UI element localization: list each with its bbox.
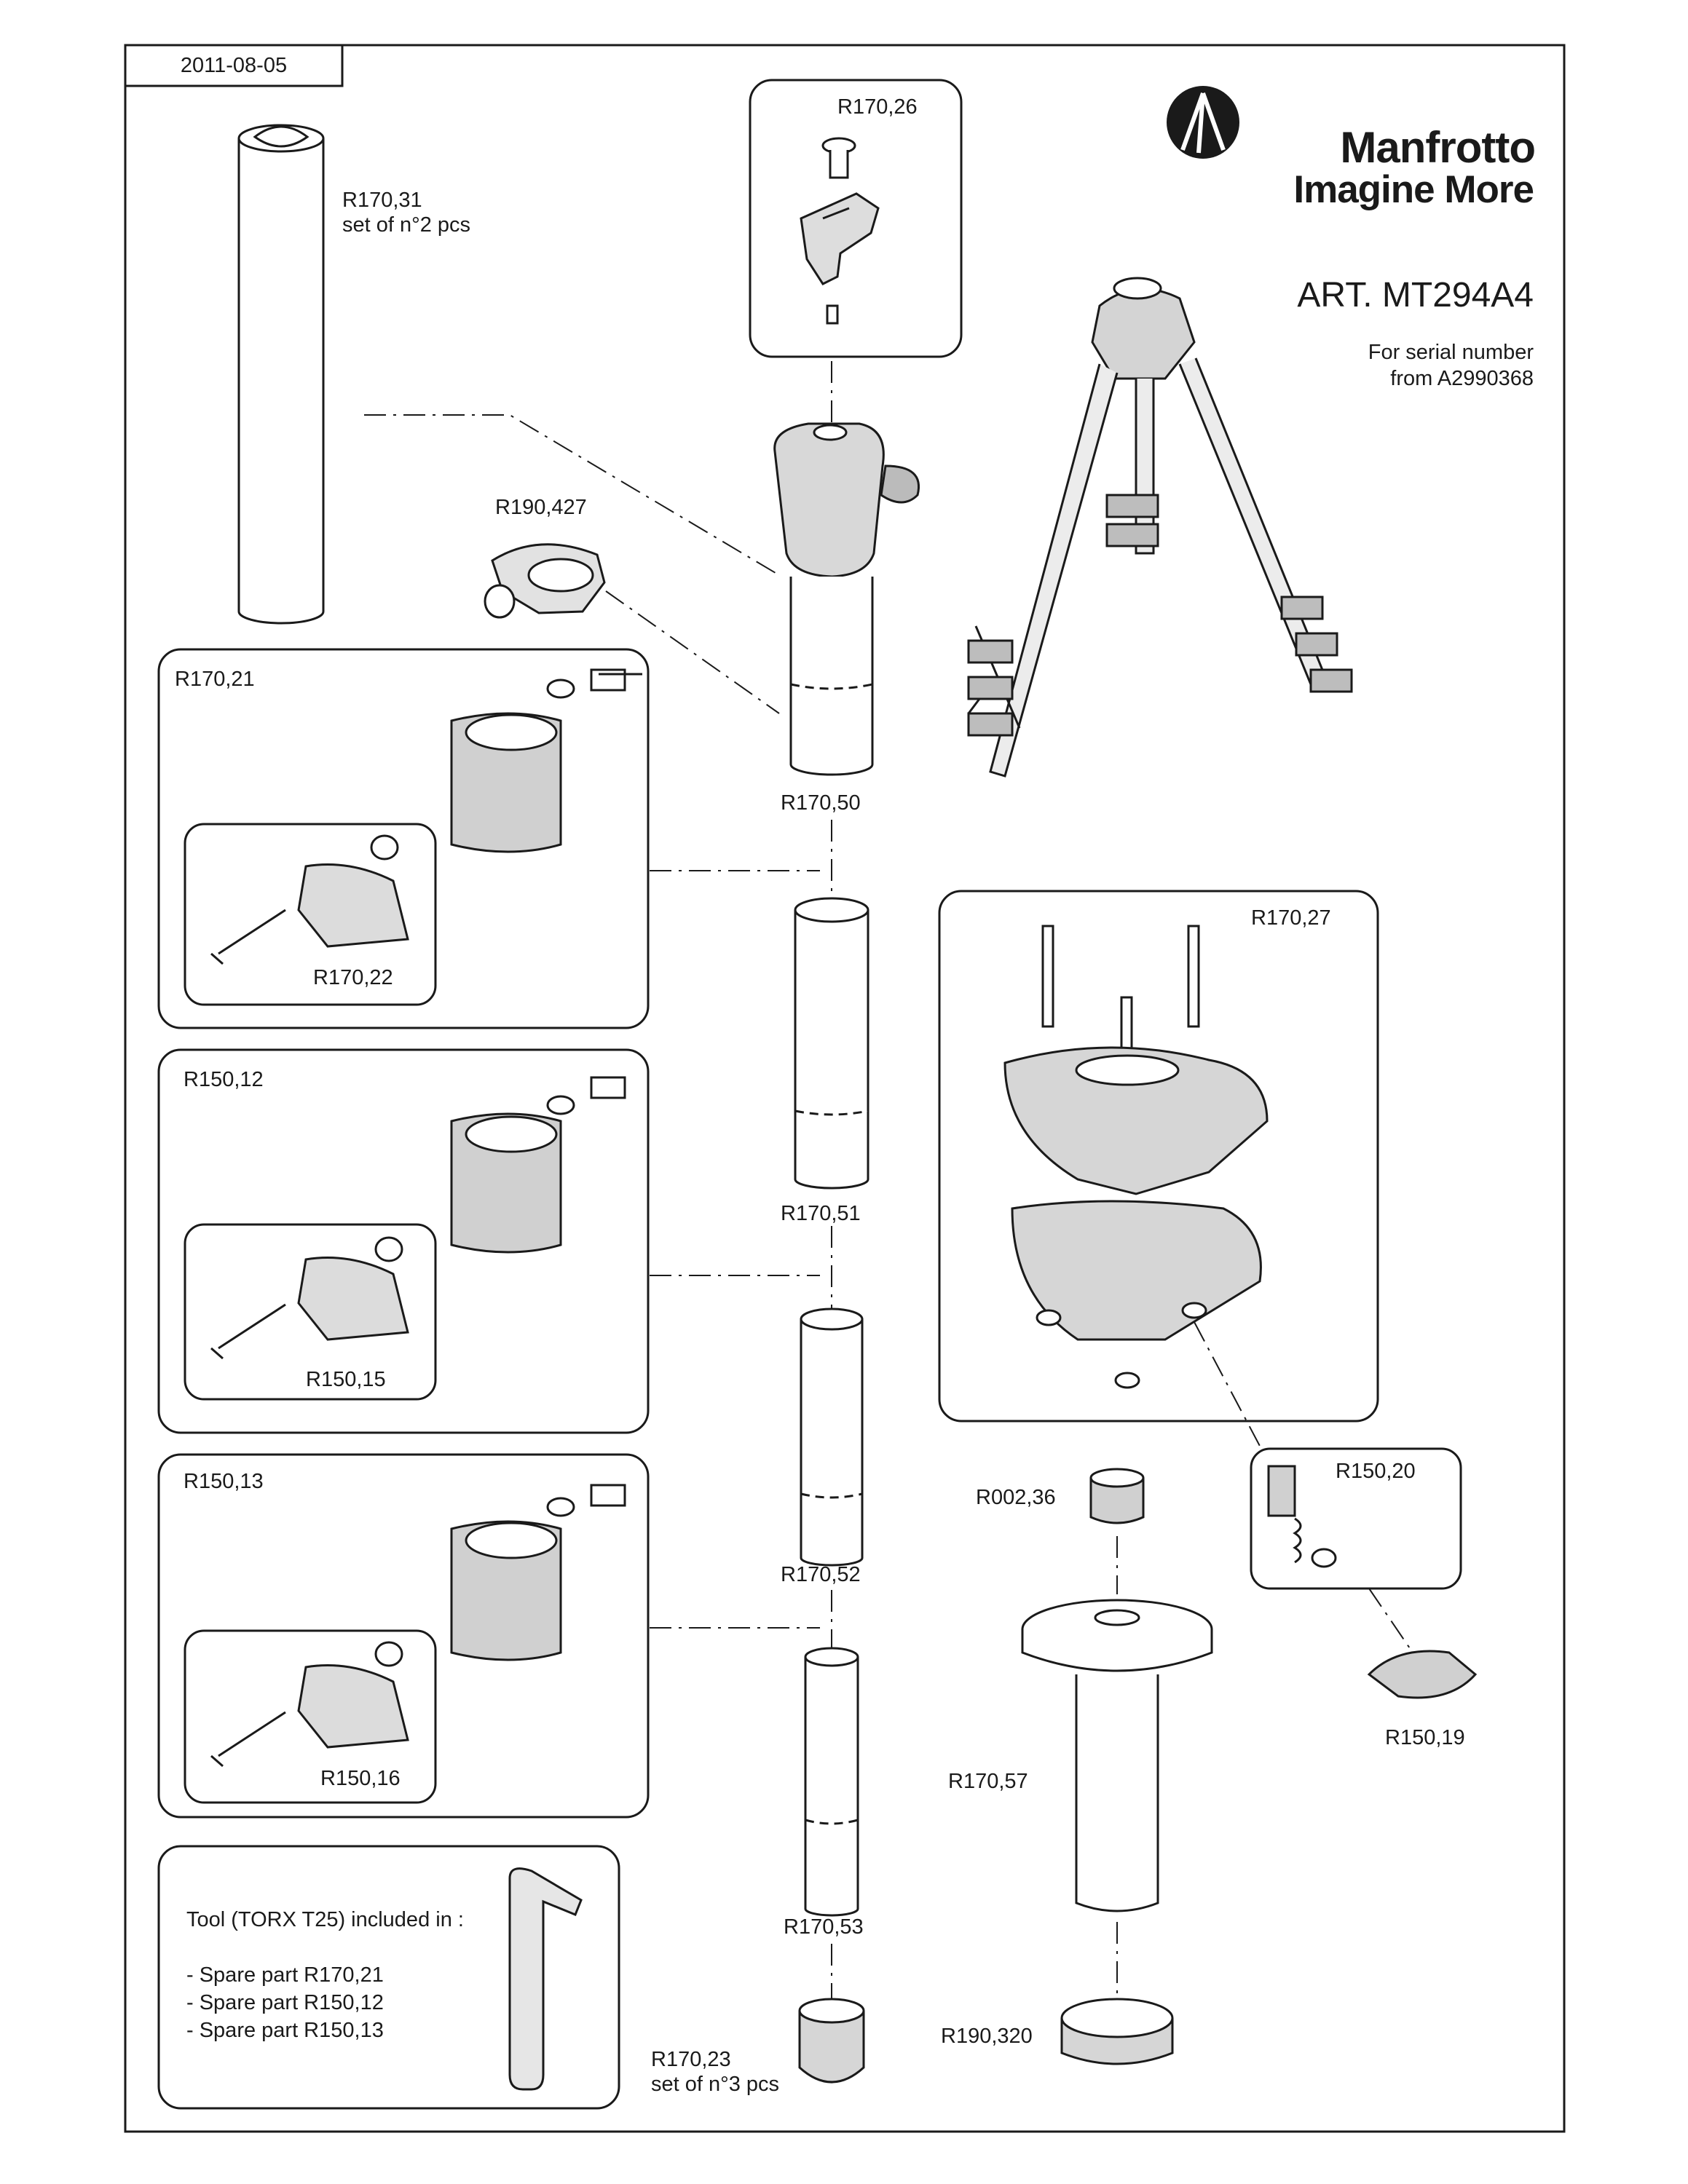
column-r170-57 xyxy=(1021,1599,1213,1912)
leg-tube-r170-31 xyxy=(237,124,325,625)
ring-r190-320 xyxy=(1060,1998,1174,2065)
box-tool xyxy=(157,1845,620,2110)
page-frame xyxy=(124,44,1566,2133)
manfrotto-logo-icon xyxy=(1167,86,1239,159)
label-r170-50: R170,50 xyxy=(781,791,861,815)
label-r150-13: R150,13 xyxy=(184,1470,264,1493)
box-r150-13 xyxy=(157,1453,650,1819)
label-r170-21: R170,21 xyxy=(175,668,255,691)
box-r170-21 xyxy=(157,648,650,1029)
spider-r170-27 xyxy=(1003,925,1269,1389)
cap-r002-36 xyxy=(1089,1468,1145,1524)
box-r150-12 xyxy=(157,1048,650,1434)
label-r170-23: R170,23 xyxy=(651,2048,731,2071)
label-r170-31: R170,31 xyxy=(342,189,422,212)
label-r170-53: R170,53 xyxy=(784,1915,864,1939)
box-r170-22 xyxy=(184,823,437,1006)
latch-r150-20 xyxy=(1267,1465,1337,1568)
clamp-r150-12 xyxy=(210,1076,626,1360)
tripod-illustration xyxy=(967,277,1353,778)
box-r170-26 xyxy=(749,79,963,358)
label-r170-52: R170,52 xyxy=(781,1563,861,1586)
label-r190-427: R190,427 xyxy=(495,496,587,519)
tool-item: - Spare part R150,13 xyxy=(186,2019,384,2042)
clamp-r150-13 xyxy=(210,1484,626,1768)
label-r002-36: R002,36 xyxy=(976,1486,1056,1509)
label-r150-20: R150,20 xyxy=(1336,1460,1416,1483)
serial-note: For serial number from A2990368 xyxy=(1368,339,1534,392)
serial-line-1: For serial number xyxy=(1368,341,1534,364)
brand-name: Manfrotto xyxy=(1340,123,1536,172)
foot-r170-23 xyxy=(798,1998,865,2084)
tool-note: Tool (TORX T25) included in : - Spare pa… xyxy=(186,1906,464,2044)
leg-section-r170-52 xyxy=(800,1307,864,1567)
box-r150-16 xyxy=(184,1629,437,1804)
box-r150-15 xyxy=(184,1223,437,1401)
label-r170-31-note: set of n°2 pcs xyxy=(342,213,471,237)
box-r170-27 xyxy=(938,890,1379,1423)
lever-r150-19 xyxy=(1367,1650,1478,1699)
serial-line-2: from A2990368 xyxy=(1390,367,1534,390)
clamp-r190-427 xyxy=(484,543,606,619)
label-r150-15: R150,15 xyxy=(306,1368,386,1391)
date-box xyxy=(125,45,344,87)
brand-tagline: Imagine More xyxy=(1293,168,1534,211)
label-r170-22: R170,22 xyxy=(313,966,393,989)
label-r150-19: R150,19 xyxy=(1385,1726,1465,1749)
article-title: ART. MT294A4 xyxy=(1297,276,1534,314)
lever-assembly-r170-26 xyxy=(800,137,880,325)
label-r170-27: R170,27 xyxy=(1251,906,1331,930)
label-r150-12: R150,12 xyxy=(184,1068,264,1091)
center-head xyxy=(773,422,920,776)
label-r150-16: R150,16 xyxy=(320,1767,401,1790)
box-r150-20 xyxy=(1250,1447,1462,1590)
leg-section-r170-53 xyxy=(804,1647,859,1917)
tool-item: - Spare part R170,21 xyxy=(186,1963,384,1987)
label-r190-320: R190,320 xyxy=(941,2025,1033,2048)
label-r170-57: R170,57 xyxy=(948,1770,1028,1793)
tool-item: - Spare part R150,12 xyxy=(186,1991,384,2014)
clamp-r170-21 xyxy=(210,668,642,965)
leg-section-r170-51 xyxy=(794,897,869,1190)
tool-title: Tool (TORX T25) included in : xyxy=(186,1908,464,1931)
torx-key-icon xyxy=(508,1867,583,2091)
date-label: 2011-08-05 xyxy=(180,53,288,77)
label-r170-51: R170,51 xyxy=(781,1202,861,1225)
label-r170-23-note: set of n°3 pcs xyxy=(651,2073,780,2096)
label-r170-26: R170,26 xyxy=(837,95,918,119)
leader-lines xyxy=(364,361,1413,2002)
